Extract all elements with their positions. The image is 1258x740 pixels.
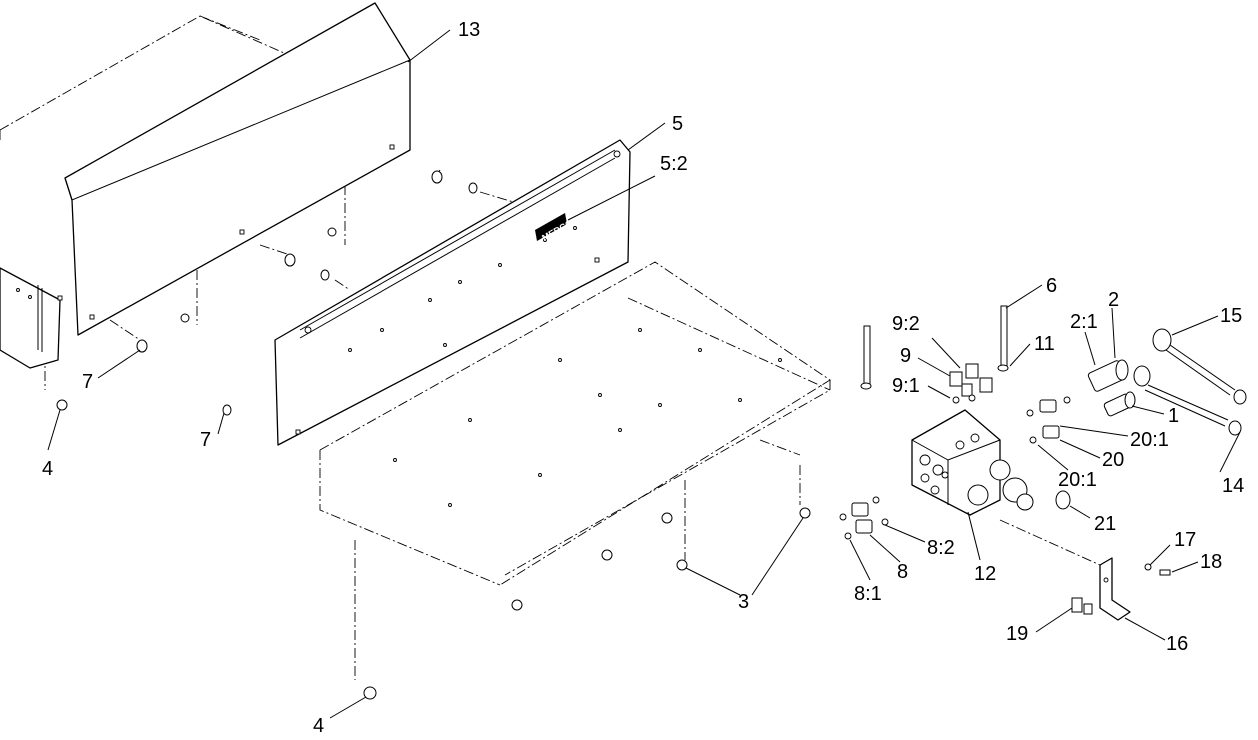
callout-16: 16 bbox=[1166, 633, 1188, 655]
callout-labels: 13 5 5:2 7 7 4 4 3 6 9:2 9 9:1 11 2:1 2 … bbox=[42, 19, 1244, 737]
callout-13: 13 bbox=[458, 19, 480, 41]
callout-19: 19 bbox=[1006, 623, 1028, 645]
callout-9: 9 bbox=[900, 345, 911, 367]
callout-5-2: 5:2 bbox=[660, 153, 688, 175]
left-side-panel bbox=[0, 267, 61, 369]
callout-8: 8 bbox=[897, 561, 908, 583]
callout-15: 15 bbox=[1220, 305, 1242, 327]
callout-4a: 4 bbox=[42, 458, 53, 480]
callout-6: 6 bbox=[1046, 275, 1057, 297]
callout-1: 1 bbox=[1168, 405, 1179, 427]
bracket bbox=[999, 519, 1171, 621]
callout-3: 3 bbox=[738, 591, 749, 613]
callout-7b: 7 bbox=[200, 429, 211, 451]
top-fittings bbox=[949, 363, 993, 404]
callout-4b: 4 bbox=[313, 715, 324, 737]
callout-5: 5 bbox=[672, 113, 683, 135]
callout-20-1a: 20:1 bbox=[1130, 429, 1169, 451]
callout-20-1b: 20:1 bbox=[1058, 469, 1097, 491]
callout-2: 2 bbox=[1108, 289, 1119, 311]
adapters-20 bbox=[1026, 396, 1071, 444]
front-shield-panel bbox=[274, 139, 631, 446]
rear-shield-panel bbox=[57, 2, 411, 336]
mounting-platform bbox=[319, 261, 831, 680]
hardware-fasteners bbox=[56, 170, 811, 700]
callout-8-2: 8:2 bbox=[927, 537, 955, 559]
adapters-8 bbox=[839, 496, 889, 540]
callout-17: 17 bbox=[1174, 529, 1196, 551]
callout-2-1: 2:1 bbox=[1070, 311, 1098, 333]
callout-20: 20 bbox=[1102, 449, 1124, 471]
callout-18: 18 bbox=[1200, 551, 1222, 573]
callout-21: 21 bbox=[1094, 513, 1116, 535]
callout-12: 12 bbox=[974, 563, 996, 585]
callout-14: 14 bbox=[1222, 475, 1244, 497]
quick-couplers bbox=[1087, 359, 1136, 417]
dust-caps bbox=[1133, 328, 1247, 436]
callout-11: 11 bbox=[1034, 333, 1055, 355]
tall-bolts bbox=[860, 305, 1009, 390]
callout-9-1: 9:1 bbox=[892, 375, 920, 397]
callout-9-2: 9:2 bbox=[892, 313, 920, 335]
valve-block bbox=[911, 409, 1034, 516]
leader-lines bbox=[47, 29, 1241, 719]
callout-8-1: 8:1 bbox=[854, 583, 882, 605]
o-ring bbox=[1055, 490, 1071, 510]
callout-7a: 7 bbox=[82, 371, 93, 393]
